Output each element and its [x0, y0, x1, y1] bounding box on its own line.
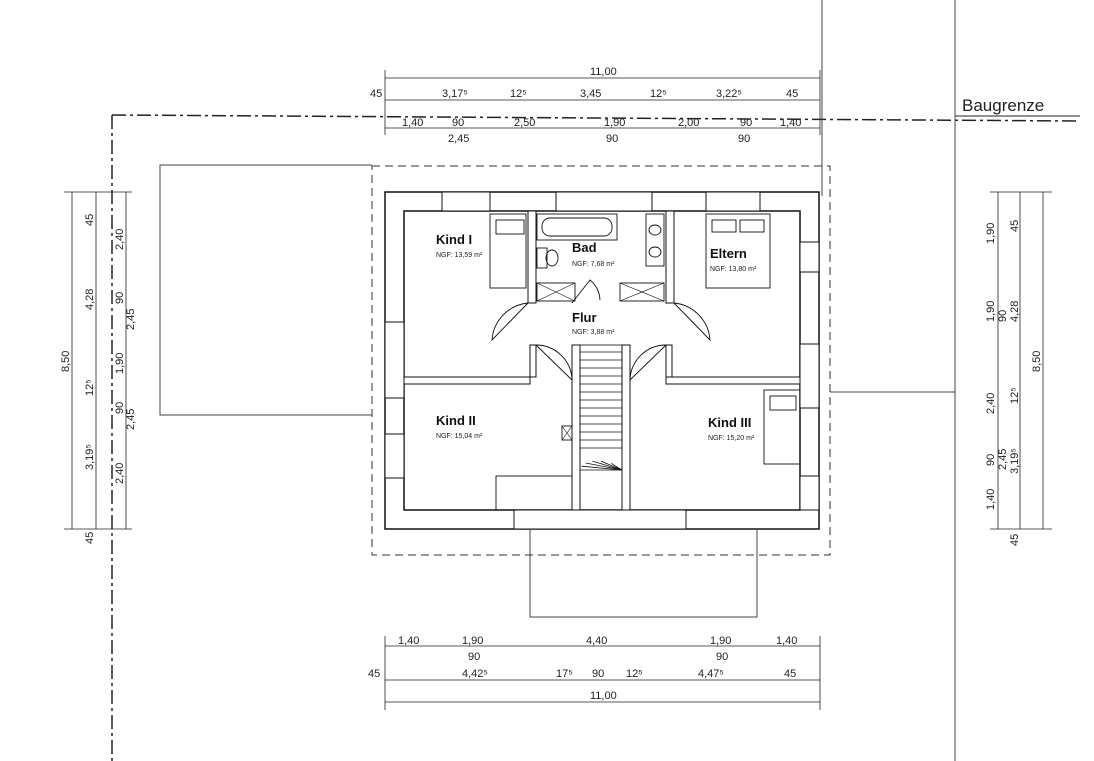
dim-left-c3-sub: 2,45: [125, 409, 137, 430]
room-name-bad: Bad: [572, 240, 597, 255]
dim-right-c1: 2,40: [985, 393, 997, 414]
dim-top-r2: 3,22⁵: [716, 88, 742, 100]
roof-outline: [371, 165, 831, 556]
dim-top-r2: 45: [786, 88, 798, 100]
room-name-kind3: Kind III: [708, 415, 751, 430]
dim-top-r3-sub: 90: [606, 133, 618, 145]
dim-left-c3: 1,90: [114, 353, 126, 374]
bottom-dimensions: 1,40 1,90 4,40 1,90 1,40 90 90 45 4,42⁵ …: [368, 635, 797, 702]
room-area-flur: NGF: 3,88 m²: [572, 329, 615, 336]
dim-bottom-r1: 1,90: [710, 635, 731, 647]
dim-top-r3: 1,40: [402, 117, 423, 129]
dim-right-c2: 3,19⁵: [1009, 448, 1021, 474]
room-name-kind1: Kind I: [436, 232, 472, 247]
building-line: [111, 114, 1081, 761]
dim-bottom-r2: 90: [592, 668, 604, 680]
room-area-kind2: NGF: 15,04 m²: [436, 433, 483, 440]
dim-top-total: 11,00: [590, 66, 617, 78]
dim-left-c2: 45: [84, 214, 96, 226]
dim-bottom-r2: 4,42⁵: [462, 668, 488, 680]
baugrenze-label: Baugrenze: [962, 96, 1044, 115]
room-name-flur: Flur: [572, 310, 597, 325]
doors: [491, 279, 711, 382]
dim-top-r2: 12⁵: [510, 88, 527, 100]
dim-right-c2: 45: [1009, 220, 1021, 232]
dim-top-r3: 1,40: [780, 117, 801, 129]
stair-winder: [585, 462, 623, 471]
dim-left-c2: 12⁵: [84, 379, 96, 396]
room-name-eltern: Eltern: [710, 246, 747, 261]
frame-lines: [159, 0, 956, 761]
dim-top-r3-sub: 2,45: [448, 133, 469, 145]
dim-right-c2: 45: [1009, 534, 1021, 546]
dim-left-c3: 2,40: [114, 463, 126, 484]
dim-left-c2: 45: [84, 532, 96, 544]
dim-top-r2: 3,17⁵: [442, 88, 468, 100]
dim-right-c1: 1,90: [985, 223, 997, 244]
dim-bottom-r1: 1,90: [462, 635, 483, 647]
dim-bottom-r2: 17⁵: [556, 668, 573, 680]
dim-right-c2: 90: [997, 310, 1009, 322]
dim-left-c3: 2,40: [114, 229, 126, 250]
room-name-kind2: Kind II: [436, 413, 476, 428]
dim-top-r3: 1,90: [604, 117, 625, 129]
left-dimensions: 8,50 45 4,28 12⁵ 3,19⁵ 45 2,40 90 1,90 9…: [60, 214, 137, 544]
dim-top-r2: 12⁵: [650, 88, 667, 100]
dim-top-r3: 90: [452, 117, 464, 129]
dimension-lines: [64, 70, 1052, 710]
furniture: [489, 213, 801, 511]
dim-bottom-r2: 45: [368, 668, 380, 680]
wardrobe-hatch: [536, 282, 665, 441]
dim-bottom-r1-sub: 90: [716, 651, 728, 663]
dim-left-total: 8,50: [60, 351, 72, 372]
dim-bottom-r2: 4,47⁵: [698, 668, 724, 680]
dim-right-c2: 2,45: [997, 449, 1009, 470]
top-dimensions: 11,00 45 3,17⁵ 12⁵ 3,45 12⁵ 3,22⁵ 45 1,4…: [370, 66, 801, 145]
room-area-kind3: NGF: 15,20 m²: [708, 435, 755, 442]
stair-winder: [592, 460, 623, 471]
dim-bottom-r1: 4,40: [586, 635, 607, 647]
dim-left-c2: 4,28: [84, 289, 96, 310]
dim-right-c1: 90: [985, 454, 997, 466]
dim-bottom-r1-sub: 90: [468, 651, 480, 663]
dim-top-r2: 45: [370, 88, 382, 100]
dim-right-c1: 1,90: [985, 301, 997, 322]
dim-top-r3-sub: 90: [738, 133, 750, 145]
dim-bottom-r1: 1,40: [776, 635, 797, 647]
dim-right-c2: 12⁵: [1009, 387, 1021, 404]
stair-outline: [579, 344, 623, 511]
dim-bottom-r2: 12⁵: [626, 668, 643, 680]
dim-left-c3: 90: [114, 402, 126, 414]
stair-winder: [581, 465, 623, 471]
staircase: [579, 344, 623, 511]
room-area-bad: NGF: 7,68 m²: [572, 261, 615, 268]
stair-winder: [610, 462, 623, 471]
right-dimensions: 1,90 1,90 2,40 90 1,40 45 90 4,28 12⁵ 2,…: [985, 220, 1043, 546]
dim-bottom-r2: 45: [784, 668, 796, 680]
dim-bottom-total: 11,00: [590, 690, 617, 702]
dim-left-c2: 3,19⁵: [84, 444, 96, 470]
dim-top-r3: 90: [740, 117, 752, 129]
dim-right-c2: 4,28: [1009, 301, 1021, 322]
dim-left-c3: 90: [114, 292, 126, 304]
dim-bottom-r1: 1,40: [398, 635, 419, 647]
stair-winder: [600, 460, 623, 471]
dim-top-r2: 3,45: [580, 88, 601, 100]
dim-right-c1: 1,40: [985, 489, 997, 510]
room-area-kind1: NGF: 13,59 m²: [436, 252, 483, 259]
dim-top-r3: 2,00: [678, 117, 699, 129]
room-area-eltern: NGF: 13,80 m²: [710, 266, 757, 273]
windows: [384, 191, 820, 530]
dim-top-r3: 2,50: [514, 117, 535, 129]
dim-right-total: 8,50: [1031, 351, 1043, 372]
dim-left-c3-sub: 2,45: [125, 309, 137, 330]
